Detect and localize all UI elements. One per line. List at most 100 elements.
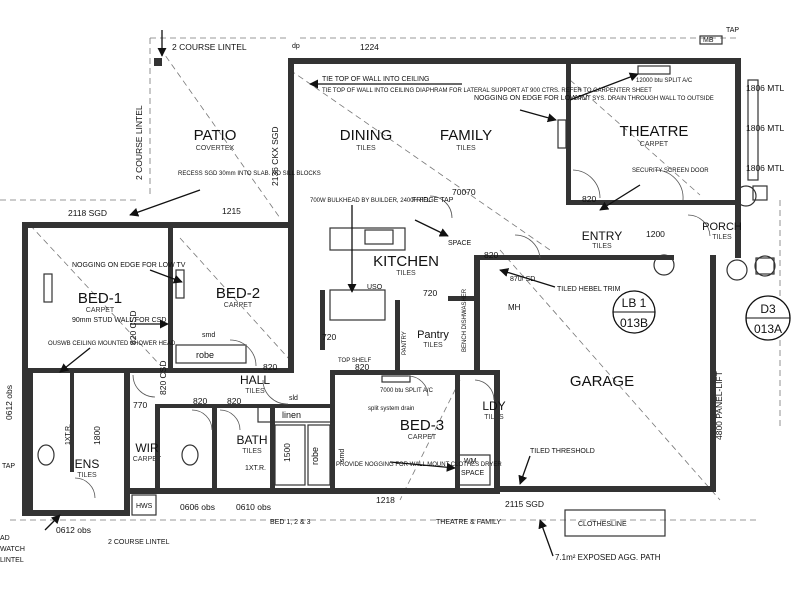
note-nogging-tv: NOGGING ON EDGE FOR LOW TV xyxy=(474,95,588,102)
note-dryer: PROVIDE NOGGING FOR WALL MOUNT CLOTHES D… xyxy=(336,462,502,468)
label-wm-space: SPACE xyxy=(461,470,485,477)
dimension: 1215 xyxy=(222,206,241,216)
label-robe: robe xyxy=(310,447,320,465)
note-security-door: SECURITY SCREEN DOOR xyxy=(632,168,709,174)
dimension: 820 CSD xyxy=(128,311,138,346)
dimension: 2 COURSE LINTEL xyxy=(172,42,247,52)
room-finish: TILES xyxy=(484,414,504,421)
dimension: 820 xyxy=(355,362,369,372)
label-dp: dp xyxy=(292,43,300,50)
room-finish: TILES xyxy=(242,448,262,455)
label-uso: USO xyxy=(367,284,383,291)
label-hws: HWS xyxy=(136,503,153,510)
room-name: BED-1 xyxy=(78,290,122,307)
dimension: 1500 xyxy=(282,443,292,462)
label-bench: BENCH DISHWASHER xyxy=(462,288,468,352)
label-robe: robe xyxy=(196,350,214,360)
room-finish: CARPET xyxy=(133,456,162,463)
dimension: 0606 obs xyxy=(180,502,215,512)
label-space: SPACE xyxy=(448,240,472,247)
annotation-notes: TIE TOP OF WALL INTO CEILING TIE TOP OF … xyxy=(0,27,739,564)
room-finish: CARPET xyxy=(86,307,115,314)
note-tiled-threshold: TILED THRESHOLD xyxy=(530,448,595,455)
dimension: 820 xyxy=(193,396,207,406)
note-tie-top: TIE TOP OF WALL INTO CEILING xyxy=(322,76,430,83)
label-clothesline: CLOTHESLINE xyxy=(578,521,627,528)
label-mh: MH xyxy=(508,303,521,312)
walls xyxy=(22,58,741,516)
note-stud-wall: 90mm STUD WALL FOR CSD xyxy=(72,317,166,324)
room-name: THEATRE xyxy=(620,123,689,140)
dimension: 2136 CKX SGD xyxy=(270,126,280,186)
dimension: 2118 SGD xyxy=(68,208,107,218)
tag-top: LB 1 xyxy=(622,296,647,310)
room-name: GARAGE xyxy=(570,373,634,390)
leader-arrows xyxy=(44,30,641,557)
label-wm: WM xyxy=(464,458,477,465)
label-smd: smd xyxy=(339,449,346,462)
label-smd: smd xyxy=(202,332,215,339)
dimension: 1224 xyxy=(360,42,379,52)
dimension: 1806 MTL xyxy=(746,123,785,133)
label-ext: 1XT.R. xyxy=(245,465,266,472)
label-ext: 1XT.R. xyxy=(65,424,72,445)
dimension: 2115 SGD xyxy=(505,499,544,509)
room-finish: COVERTEX xyxy=(196,145,235,152)
room-name: HALL xyxy=(240,373,270,387)
label-bed123: BED 1, 2 & 3 xyxy=(270,519,311,526)
room-finish: TILES xyxy=(356,145,376,152)
room-name: BATH xyxy=(236,433,267,447)
dimension: 70070 xyxy=(452,187,476,197)
dimension: 820 xyxy=(582,194,596,204)
room-finish: TILES xyxy=(396,270,416,277)
note-nogging-tv: NOGGING ON EDGE FOR LOW TV xyxy=(72,262,186,269)
roof-outline xyxy=(0,37,781,521)
dimension: 1806 MTL xyxy=(746,83,785,93)
dimension: 820 xyxy=(484,250,498,260)
dimension: 0612 obs xyxy=(56,525,91,535)
room-labels: PATIO COVERTEX DINING TILES FAMILY TILES… xyxy=(75,123,742,479)
room-finish: TILES xyxy=(456,145,476,152)
door-swings xyxy=(74,169,711,499)
label-watch: WATCH xyxy=(0,546,25,553)
room-name: ENS xyxy=(75,457,100,471)
label-lintel-left: LINTEL xyxy=(0,557,24,564)
room-name: BED-3 xyxy=(400,417,444,434)
dimension: 1800 xyxy=(92,426,102,445)
dimension-labels: 2 COURSE LINTEL 1224 2 COURSE LINTEL 213… xyxy=(4,42,785,535)
tag-bottom: 013B xyxy=(620,316,648,330)
label-pantry: PANTRY xyxy=(402,331,408,355)
label-top-shelf: TOP SHELF xyxy=(338,358,371,364)
room-name: Pantry xyxy=(417,329,449,341)
room-name: WIR xyxy=(135,441,159,455)
room-finish: CARPET xyxy=(640,141,669,148)
dimension: 870/ SD xyxy=(510,276,535,283)
room-finish: TILES xyxy=(592,243,612,250)
room-finish: TILES xyxy=(712,234,732,241)
dimension: 1806 MTL xyxy=(746,163,785,173)
label-sld: sld xyxy=(289,395,298,402)
dimension: 2 COURSE LINTEL xyxy=(134,105,144,180)
room-name: PATIO xyxy=(194,127,237,144)
note-split-ac: 12000 btu SPLIT A/C xyxy=(636,78,693,84)
room-finish: TILES xyxy=(245,388,265,395)
room-finish: CARPET xyxy=(408,434,437,441)
note-tiled-hebel: TILED HEBEL TRIM xyxy=(557,286,621,293)
note-split-drain: SPLIT SYS. DRAIN THROUGH WALL TO OUTSIDE xyxy=(574,96,714,102)
tag-top: D3 xyxy=(760,302,776,316)
dimension: 820 CSD xyxy=(158,361,168,396)
tag-bottom: 013A xyxy=(754,322,782,336)
label-tap: TAP xyxy=(726,27,739,34)
label-linen: linen xyxy=(282,410,301,420)
fixtures xyxy=(37,35,776,537)
label-ad: AD xyxy=(0,535,10,542)
label-theatre-family: THEATRE & FAMILY xyxy=(436,519,501,526)
note-split-bed3: 7000 btu SPLIT A/C xyxy=(380,388,434,394)
label-tap: TAP xyxy=(2,463,15,470)
section-tag-d3: D3 013A xyxy=(745,295,791,341)
note-fridge-tap: FRIDGE TAP xyxy=(412,197,454,204)
dimension: 0610 obs xyxy=(236,502,271,512)
section-tag-lb1: LB 1 013B xyxy=(612,290,656,334)
dimension: 720 xyxy=(423,288,437,298)
